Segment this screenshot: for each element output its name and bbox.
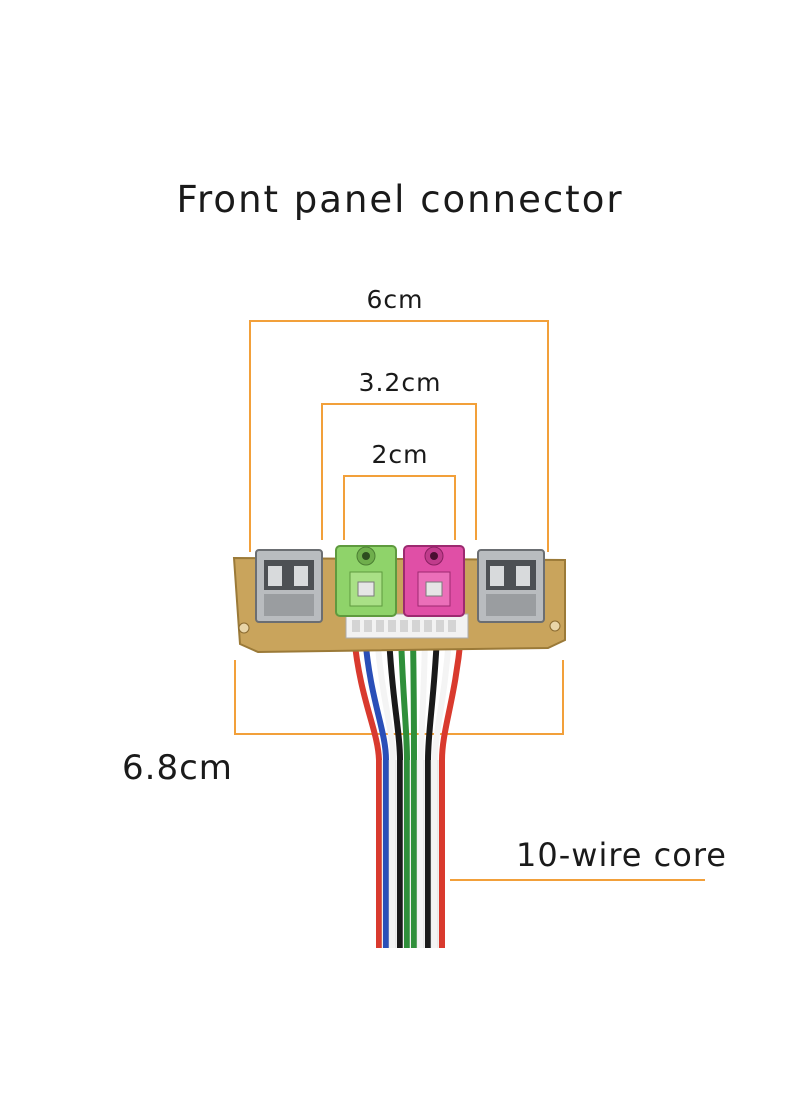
wire-black-2	[425, 635, 440, 948]
bracket-audio-jacks	[343, 475, 456, 540]
bracket-outer-usb	[249, 320, 549, 552]
wire-red-1	[351, 635, 382, 948]
wire-white-2	[418, 635, 428, 948]
wire-white-3	[432, 635, 452, 948]
dimension-label-board-width: 6.8cm	[122, 748, 233, 788]
wire-black-1	[386, 635, 403, 948]
page-title: Front panel connector	[176, 178, 624, 221]
audio-jack-pink	[403, 545, 465, 617]
bracket-between-usb	[321, 403, 477, 540]
usb-port-right	[477, 549, 545, 623]
audio-jack-green	[335, 545, 397, 617]
usb-port-left	[255, 549, 323, 623]
wire-green-2	[410, 635, 417, 948]
wire-white-1	[374, 635, 396, 948]
wire-core-label: 10-wire core	[516, 836, 727, 874]
wire-red-2	[439, 635, 464, 948]
pcb-hole-right	[549, 620, 561, 632]
dimension-label-between-usb: 3.2cm	[358, 368, 442, 397]
dimension-label-audio-jacks: 2cm	[371, 440, 429, 469]
wire-green-1	[398, 635, 410, 948]
wire-bundle	[351, 635, 464, 948]
pcb-hole-left	[238, 622, 250, 634]
dimension-label-outer-usb: 6cm	[366, 285, 424, 314]
wire-blue	[362, 635, 389, 948]
